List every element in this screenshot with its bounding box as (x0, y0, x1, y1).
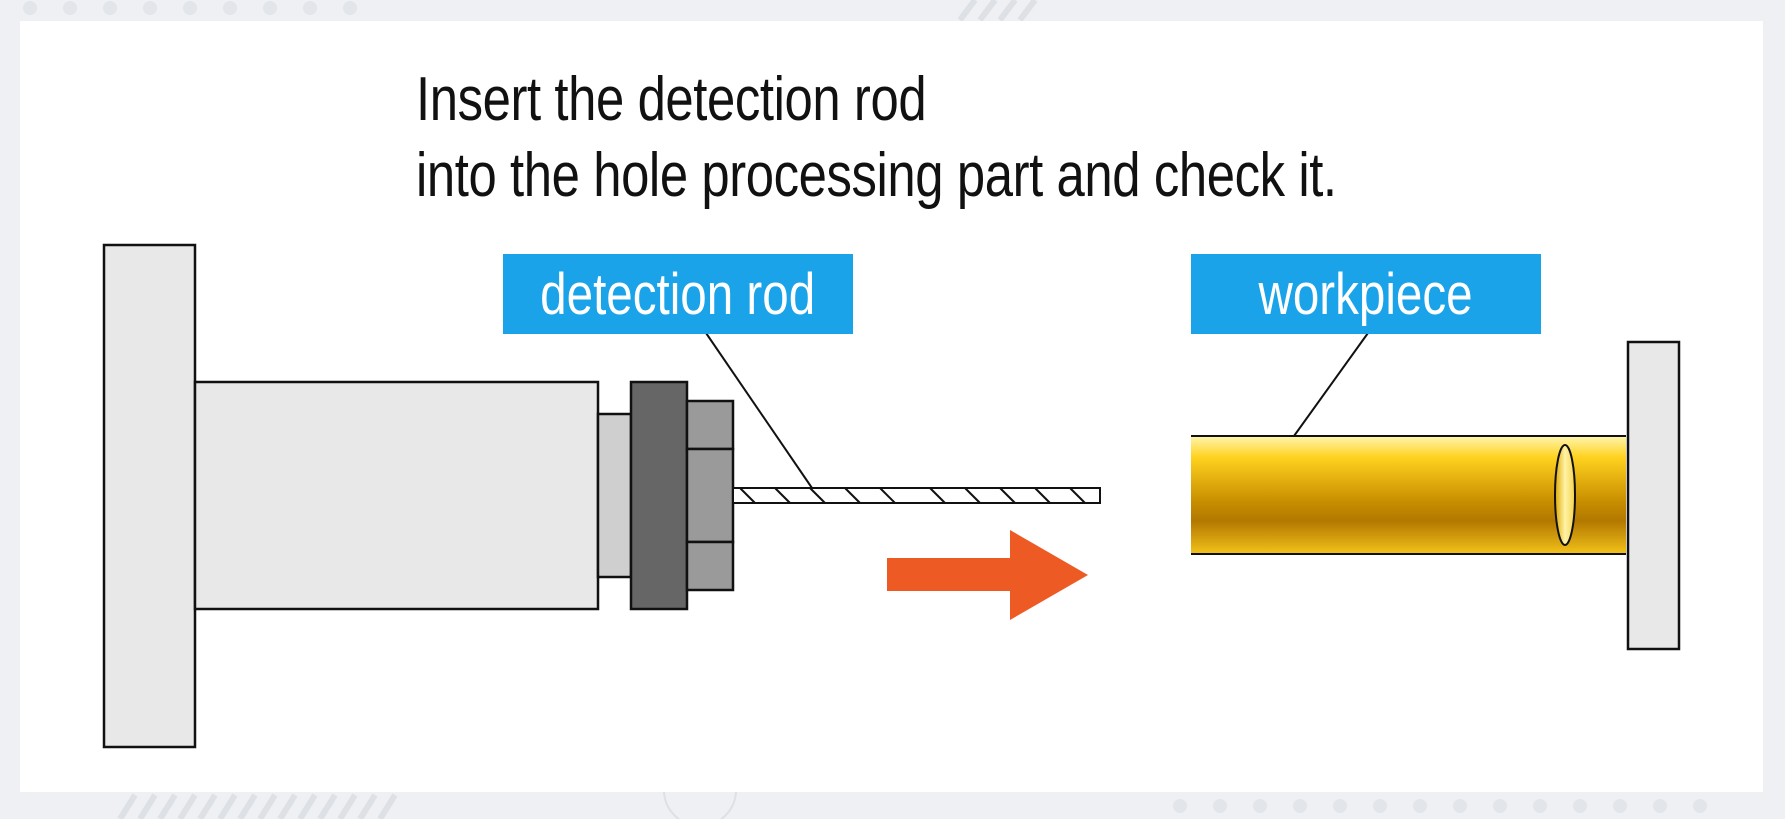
workpiece-label: workpiece (1191, 254, 1541, 334)
detection-rod-leader (705, 332, 813, 489)
insertion-arrow (887, 530, 1088, 620)
hex-nut (685, 399, 735, 592)
clamp-nut (629, 380, 689, 611)
instruction-heading: Insert the detection rod into the hole p… (416, 62, 1337, 214)
detection-rod-label-text: detection rod (540, 261, 816, 327)
detection-rod (732, 487, 1101, 504)
machine-flange (102, 243, 197, 749)
spindle-collar (596, 412, 633, 579)
heading-line-2: into the hole processing part and check … (416, 141, 1337, 210)
workpiece-tube (1191, 435, 1626, 555)
spindle-body (193, 380, 600, 611)
workpiece-fixture (1626, 340, 1681, 651)
heading-line-1: Insert the detection rod (416, 65, 927, 134)
workpiece-leader (1293, 332, 1369, 437)
workpiece-label-text: workpiece (1258, 261, 1474, 327)
detection-rod-label: detection rod (503, 254, 853, 334)
